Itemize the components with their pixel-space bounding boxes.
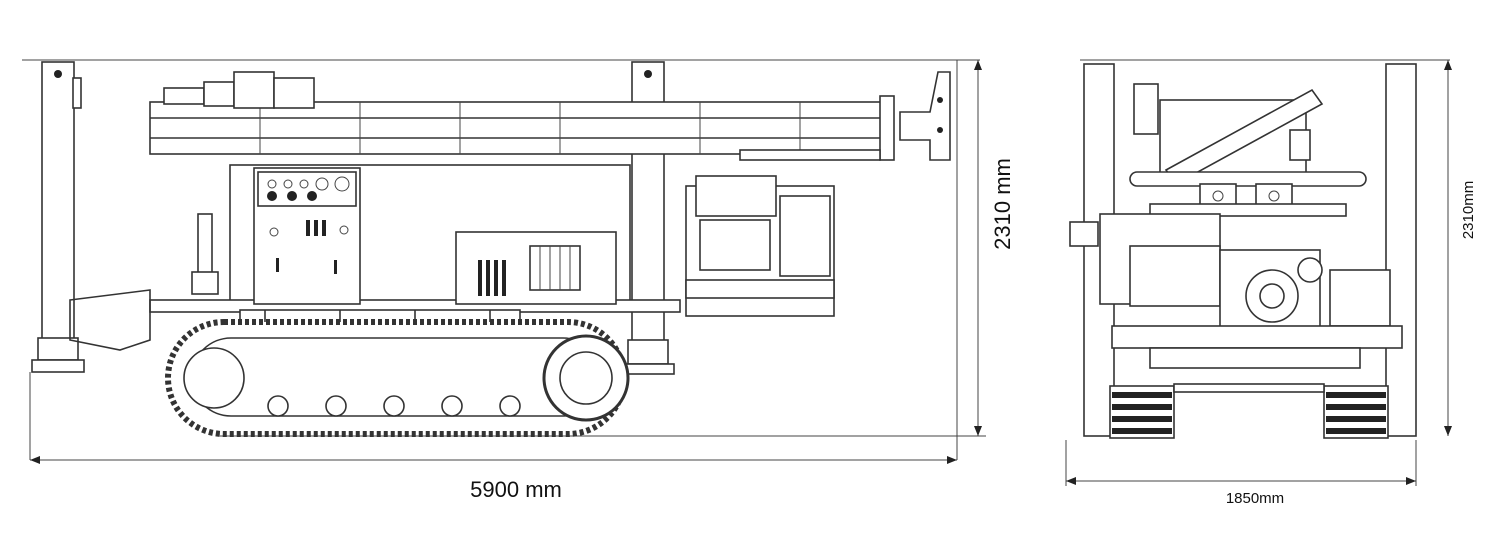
rotary-head [163,71,315,109]
drill-mast [149,95,895,161]
width-dimension [1066,477,1416,485]
height-dimension [974,60,982,436]
front-tracks [1109,383,1389,439]
front-jack [69,213,219,351]
length-dimension [30,456,957,464]
mast-tip-bracket [899,71,951,161]
front-height-dimension [1444,60,1452,436]
valve-block [455,231,617,305]
front-engine [1069,203,1403,369]
left-outrigger [31,61,85,373]
crawler-track [165,319,630,437]
front-view: 1850mm 2310mm [1065,59,1477,507]
height-label: 2310 mm [990,158,1015,250]
front-rotary-head [1129,83,1367,211]
front-right-column [1385,63,1417,437]
engine-unit [685,175,835,317]
control-panel [253,167,361,305]
front-height-label: 2310mm [1460,181,1477,239]
width-label: 1850mm [1226,490,1284,507]
length-label: 5900 mm [470,477,562,502]
side-view: 5900 mm 2310 mm [22,59,1015,502]
